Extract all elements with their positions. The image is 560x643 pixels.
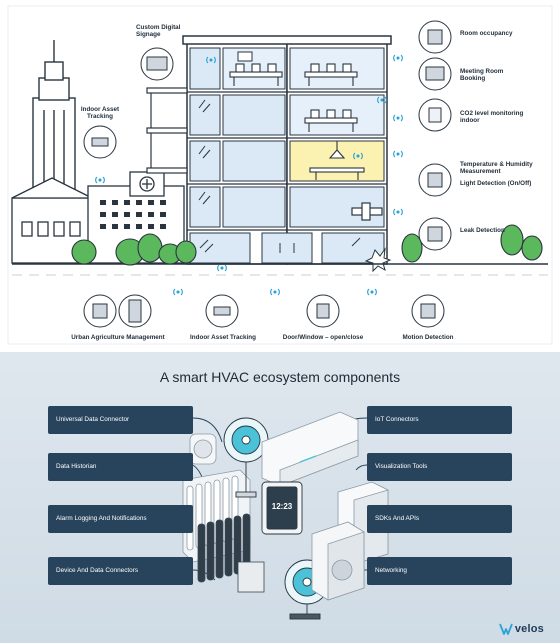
left-devices bbox=[83, 47, 445, 328]
box-data-historian: Data Historian bbox=[48, 453, 193, 481]
box-device-data-connectors: Device And Data Connectors bbox=[48, 557, 193, 585]
label-meeting-booking: Meeting Room Booking bbox=[460, 68, 504, 83]
main-building bbox=[146, 35, 392, 273]
box-alarm-logging: Alarm Logging And Notifications bbox=[48, 505, 193, 533]
building-svg bbox=[7, 5, 553, 345]
box-sdks-apis: SDKs And APIs bbox=[367, 505, 512, 533]
velos-logo-text: velos bbox=[514, 623, 544, 635]
hvac-ecosystem-section: A smart HVAC ecosystem components bbox=[0, 352, 560, 643]
box-universal-data-connector: Universal Data Connector bbox=[48, 406, 193, 434]
velos-logo-icon bbox=[499, 623, 513, 635]
space-heater bbox=[189, 433, 217, 465]
frame bbox=[7, 5, 553, 345]
oil-heater bbox=[197, 513, 265, 593]
label-leak-detection: Leak Detection bbox=[460, 227, 505, 234]
right-devices bbox=[418, 20, 452, 251]
thermostat-time: 12:23 bbox=[271, 502, 293, 511]
label-motion: Motion Detection bbox=[402, 334, 454, 341]
trees bbox=[71, 224, 543, 266]
label-urban-ag: Urban Agriculture Management bbox=[71, 334, 165, 341]
label-indoor-asset-bottom: Indoor Asset Tracking bbox=[190, 334, 256, 341]
label-temp-humidity: Temperature & Humidity Measurement bbox=[460, 161, 533, 176]
thermostat bbox=[261, 481, 303, 535]
label-co2: CO2 level monitoring indoor bbox=[460, 110, 524, 125]
box-visualization-tools: Visualization Tools bbox=[367, 453, 512, 481]
desk-fan bbox=[223, 417, 269, 498]
label-door-window: Door/Window – open/close bbox=[282, 334, 364, 341]
label-room-occupancy: Room occupancy bbox=[460, 30, 513, 37]
box-networking: Networking bbox=[367, 557, 512, 585]
smart-building-illustration: Custom Digital Signage Indoor Asset Trac… bbox=[7, 5, 553, 345]
box-iot-connectors: IoT Connectors bbox=[367, 406, 512, 434]
hvac-svg bbox=[182, 411, 389, 620]
wall-ac bbox=[261, 411, 359, 487]
label-indoor-asset-left: Indoor Asset Tracking bbox=[80, 106, 120, 121]
ecosystem-title: A smart HVAC ecosystem components bbox=[159, 369, 401, 385]
velos-logo: velos bbox=[499, 623, 544, 635]
wifi-signals bbox=[95, 54, 403, 296]
label-light-detection: Light Detection (On/Off) bbox=[460, 180, 532, 187]
portable-ac bbox=[311, 521, 365, 601]
label-custom-signage: Custom Digital Signage bbox=[136, 24, 181, 39]
